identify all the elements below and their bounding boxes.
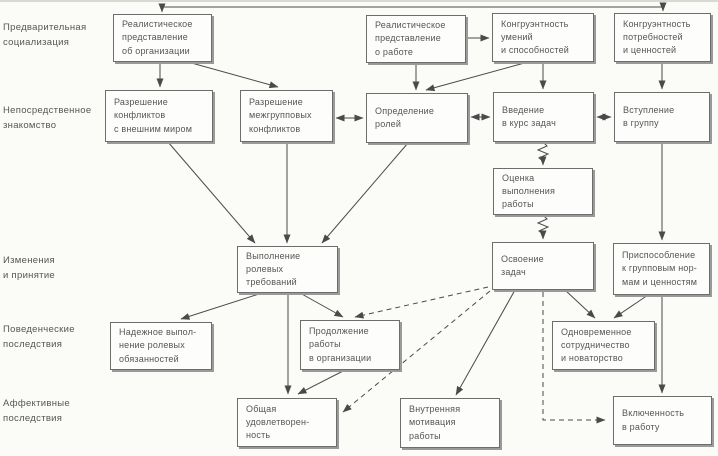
node-reliable-performance: Надежное выпол- нение ролевых обязанност… xyxy=(110,322,212,370)
node-work-involvement: Включенность в работу xyxy=(613,396,712,445)
stage-label-affective-outcomes: Аффективные последствия xyxy=(3,398,70,425)
edge-task-mastery-to-cooperation-innovation xyxy=(564,289,596,319)
edge-group-norms-adaptation-to-cooperation-innovation xyxy=(613,294,649,319)
edge-role-fulfillment-to-work-continuation xyxy=(299,292,344,318)
zigzag-work-evaluation-to-task-mastery xyxy=(536,214,550,240)
node-intergroup-conflicts: Разрешение межгрупповых конфликтов xyxy=(240,90,333,142)
node-work-evaluation: Оценка выполнения работы xyxy=(493,168,593,215)
node-group-entry: Вступление в группу xyxy=(614,92,710,142)
node-realistic-job-view: Реалистическое представление о работе xyxy=(366,15,466,63)
zigzag-task-intro-to-work-evaluation xyxy=(536,141,550,166)
node-role-definition: Определение ролей xyxy=(366,93,468,143)
node-group-norms-adaptation: Приспособление к групповым нор- мам и це… xyxy=(613,243,710,295)
node-realistic-org-view: Реалистическое представление об организа… xyxy=(113,14,212,62)
node-task-mastery: Освоение задач xyxy=(492,242,594,290)
node-congruence-needs: Конгруэнтность потребностей и ценностей xyxy=(614,13,711,62)
node-role-fulfillment: Выполнение ролевых требований xyxy=(237,246,338,293)
node-work-continuation: Продолжение работы в организации xyxy=(300,320,400,370)
node-task-intro: Введение в курс задач xyxy=(493,92,594,142)
node-internal-motivation: Внутренняя мотивация работы xyxy=(400,398,500,448)
top-border-line xyxy=(0,0,718,2)
edge-role-definition-to-role-fulfillment xyxy=(321,142,409,244)
node-cooperation-innovation: Одновременное сотрудничество и новаторст… xyxy=(552,321,655,370)
node-overall-satisfaction: Общая удовлетворен- ность xyxy=(237,398,337,447)
edge-role-fulfillment-to-reliable-performance xyxy=(180,292,263,320)
stage-label-anticipatory-socialization: Предварительная социализация xyxy=(3,22,87,49)
edge-external-conflicts-to-role-fulfillment xyxy=(167,141,256,244)
stage-label-change-acceptance: Изменения и принятие xyxy=(3,255,56,282)
edge-task-mastery-to-internal-motivation xyxy=(455,289,516,396)
edge-congruence-skills-to-role-definition xyxy=(425,61,529,92)
stage-label-direct-acquaintance: Непосредственное знакомство xyxy=(3,105,92,132)
dashed-edge-task-mastery-to-work-continuation xyxy=(354,286,489,319)
node-external-conflicts: Разрешение конфликтов с внешним миром xyxy=(105,90,213,142)
stage-label-behavioral-outcomes: Поведенческие последствия xyxy=(3,324,75,351)
edge-work-continuation-to-overall-satisfaction xyxy=(297,369,346,395)
edge-realistic-org-to-intergroup-conflicts xyxy=(187,61,279,89)
node-congruence-skills: Конгруэнтность умений и способностей xyxy=(492,13,594,62)
